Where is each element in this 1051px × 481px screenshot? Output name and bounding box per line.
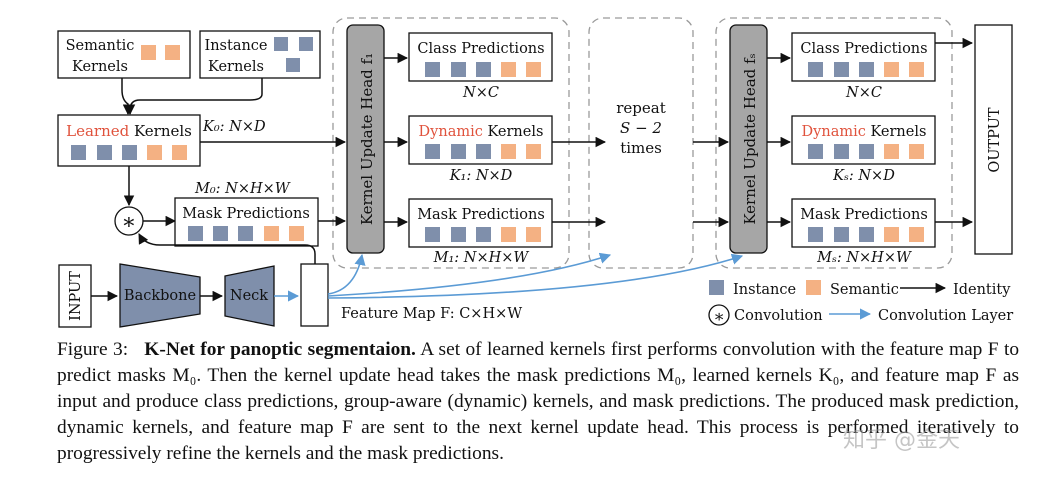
kernel-update-head-1: Kernel Update Head f₁ [346,24,385,254]
nc-label-s: N×C [845,85,882,101]
legend-convolution-icon [708,304,730,326]
dynamic-kernels-s-box: Dynamic Kernels [791,115,936,165]
dynamic-kernels-1-box: Dynamic Kernels [408,115,553,165]
kernel-update-head-s: Kernel Update Head fₛ [729,24,768,254]
legend-identity: Identity [953,282,1011,298]
stageS-group [715,17,953,269]
caption-figure-number: Figure 3: [57,339,129,360]
watermark: 知乎 @金天 [843,428,960,453]
m0-label: M₀: N×H×W [194,181,291,197]
feature-map-box [300,263,329,327]
convolution-symbol: ∗ [122,210,137,235]
ks-label: Kₛ: N×D [832,168,895,184]
kernel-update-head-s-label: Kernel Update Head fₛ [741,53,759,224]
mask-predictions-0-label: Mask Predictions [182,206,310,222]
legend-convolution-symbol: ∗ [713,307,725,327]
input-label: INPUT [68,271,84,321]
legend-instance: Instance [733,282,796,298]
neck-label: Neck [230,288,268,304]
mask-predictions-1-box: Mask Predictions [408,198,553,248]
caption-title: K-Net for panoptic segmentaion. [144,339,416,360]
m1-label: M₁: N×H×W [433,250,530,266]
ms-label: Mₛ: N×H×W [816,250,912,266]
k0-label: K₀: N×D [202,119,266,135]
legend-conv-layer: Convolution Layer [878,308,1013,324]
mask-predictions-1-label: Mask Predictions [417,207,545,223]
backbone-label: Backbone [124,288,196,304]
mask-predictions-0-box: Mask Predictions [174,197,319,247]
feature-to-conv-arrow [138,233,316,264]
caption-body: A set of learned kernels first performs … [57,339,1020,464]
repeat-group [588,17,694,269]
learned-kernels-label: Learned Kernels [66,122,192,140]
figure-caption: Figure 3: K-Net for panoptic segmentaion… [57,337,1019,467]
class-predictions-s-box: Class Predictions [791,32,936,82]
class-predictions-1-box: Class Predictions [408,32,553,82]
class-predictions-s-label: Class Predictions [800,41,927,57]
neck-block: Neck [224,265,275,327]
dynamic-kernels-1-label: Dynamic Kernels [419,124,544,140]
instance-to-learned-arrow [124,78,263,116]
mask-predictions-s-label: Mask Predictions [800,207,928,223]
stage1-group [332,17,570,269]
input-box: INPUT [58,264,92,328]
repeat-line2: S − 2 [620,119,662,137]
legend-instance-swatch [709,280,724,295]
legend: Instance Semantic Identity ∗ Convolution… [708,280,1013,327]
output-label: OUTPUT [987,107,1003,173]
kernel-update-head-1-label: Kernel Update Head f₁ [358,53,376,225]
repeat-line1: repeat [616,99,666,117]
dynamic-kernels-s-label: Dynamic Kernels [802,124,927,140]
feature-map-label: Feature Map F: C×H×W [341,306,522,322]
mask-predictions-s-box: Mask Predictions [791,198,936,248]
legend-semantic-swatch [806,280,821,295]
learned-kernels-box: Learned Kernels [57,114,201,167]
feature-to-repeat-conv-arrow [327,252,612,297]
legend-convolution: Convolution [734,308,823,324]
semantic-to-learned-arrow [121,78,134,116]
legend-semantic: Semantic [830,282,899,298]
backbone-block: Backbone [119,263,201,328]
repeat-line3: times [620,139,662,157]
feature-to-headS-conv-arrow [327,253,744,299]
feature-to-head1-conv-arrow [327,253,366,295]
k1-label: K₁: N×D [449,168,513,184]
output-box: OUTPUT [974,24,1013,255]
class-predictions-1-label: Class Predictions [417,41,544,57]
nc-label-1: N×C [462,85,499,101]
